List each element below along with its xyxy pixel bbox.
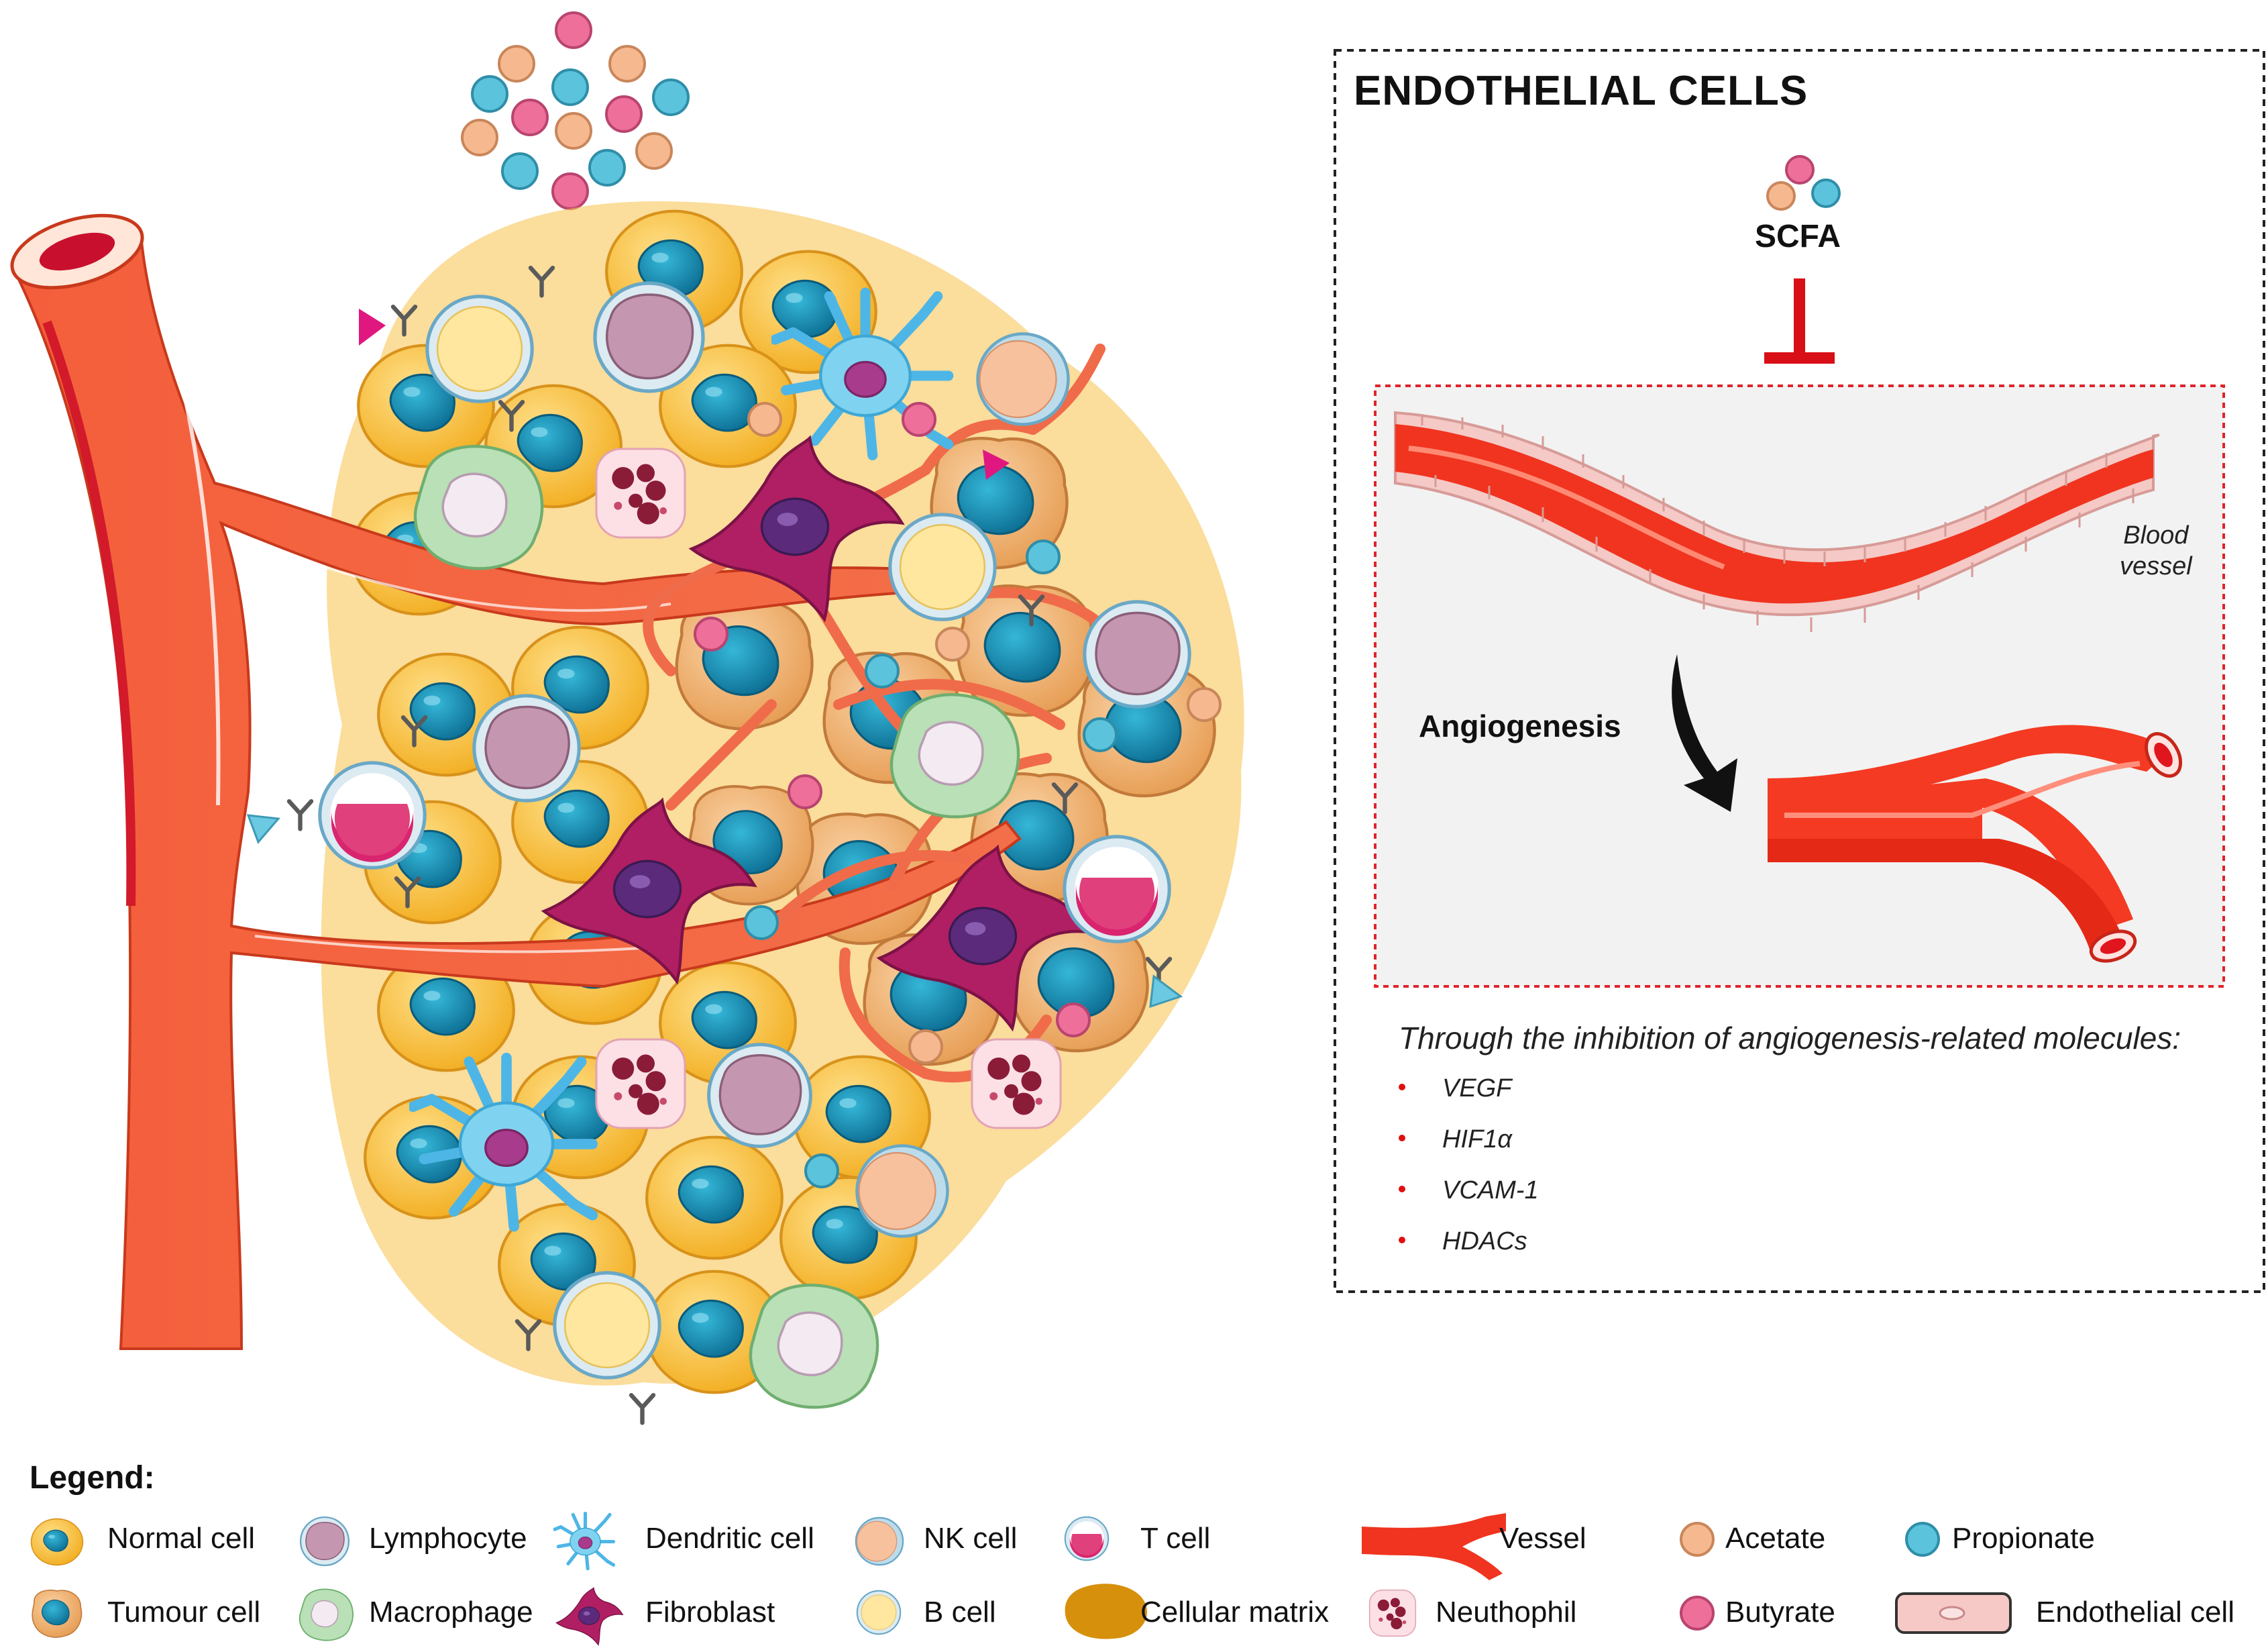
legend-label-dendritic-cell: Dendritic cell xyxy=(645,1522,814,1555)
b-cell-icon xyxy=(856,1590,902,1635)
normal-cell-icon xyxy=(30,1518,84,1566)
scfa-cloud xyxy=(461,11,690,210)
legend-title: Legend: xyxy=(30,1460,155,1496)
acetate-icon xyxy=(1680,1522,1715,1557)
molecule-label: VEGF xyxy=(1442,1074,1512,1102)
endothelial-panel xyxy=(1334,49,2265,1293)
receptors xyxy=(246,268,1183,1423)
branching-vessel xyxy=(1768,725,2183,963)
lymphocyte-icon xyxy=(299,1516,350,1567)
legend-label-neutrophil: Neuthophil xyxy=(1436,1596,1577,1629)
legend-label-tumour-cell: Tumour cell xyxy=(107,1596,261,1629)
dendritic-cell-icon xyxy=(555,1513,614,1568)
legend-label-lymphocyte: Lymphocyte xyxy=(369,1522,527,1555)
molecule-item: HDACs xyxy=(1399,1227,1539,1278)
molecule-item: HIF1α xyxy=(1399,1125,1539,1176)
molecule-label: HIF1α xyxy=(1442,1125,1513,1153)
blood-vessel-label-line2: vessel xyxy=(2120,552,2192,580)
molecule-list: VEGF HIF1α VCAM-1 HDACs xyxy=(1399,1074,1539,1278)
legend-label-vessel: Vessel xyxy=(1499,1522,1586,1555)
blood-vessel-label-line1: Blood xyxy=(2123,521,2189,550)
legend-icons xyxy=(30,1513,2012,1646)
legend-label-propionate: Propionate xyxy=(1952,1522,2095,1555)
vessel-icon xyxy=(1362,1513,1506,1580)
tumour-cell-icon xyxy=(32,1590,83,1638)
legend-label-macrophage: Macrophage xyxy=(369,1596,533,1629)
macrophage-icon xyxy=(299,1588,354,1641)
inhibition-icon xyxy=(1764,278,1835,364)
legend-label-nk-cell: NK cell xyxy=(924,1522,1018,1555)
scattered-scfa xyxy=(694,402,1222,1188)
legend-label-b-cell: B cell xyxy=(924,1596,996,1629)
molecule-label: HDACs xyxy=(1442,1227,1527,1255)
fibroblast-icon xyxy=(555,1587,623,1646)
neutrophil-icon xyxy=(1368,1589,1417,1637)
molecule-item: VCAM-1 xyxy=(1399,1176,1539,1227)
scfa-label: SCFA xyxy=(1755,219,1841,254)
molecule-item: VEGF xyxy=(1399,1074,1539,1125)
legend-label-t-cell: T cell xyxy=(1140,1522,1211,1555)
panel-title: ENDOTHELIAL CELLS xyxy=(1354,68,1808,114)
cellular-matrix-icon xyxy=(1065,1584,1147,1639)
legend-label-endothelial-cell: Endothelial cell xyxy=(2036,1596,2234,1629)
molecule-label: VCAM-1 xyxy=(1442,1176,1539,1204)
butyrate-icon xyxy=(1680,1596,1715,1631)
curved-arrow-icon xyxy=(1672,654,1737,812)
t-cell-icon xyxy=(1064,1516,1110,1561)
legend-label-butyrate: Butyrate xyxy=(1725,1596,1835,1629)
angiogenesis-label: Angiogenesis xyxy=(1419,709,1621,743)
legend-label-normal-cell: Normal cell xyxy=(107,1522,256,1555)
tumour-microenvironment xyxy=(10,11,1244,1423)
bullet-icon xyxy=(1399,1084,1405,1090)
legend-label-fibroblast: Fibroblast xyxy=(645,1596,775,1629)
legend-label-acetate: Acetate xyxy=(1725,1522,1826,1555)
bullet-icon xyxy=(1399,1237,1405,1243)
legend-label-cellular-matrix: Cellular matrix xyxy=(1140,1596,1330,1629)
nk-cell-icon xyxy=(855,1516,904,1566)
bullet-icon xyxy=(1399,1135,1405,1141)
propionate-icon xyxy=(1905,1522,1940,1557)
bullet-icon xyxy=(1399,1186,1405,1192)
blood-vessel-label: Blood vessel xyxy=(2120,520,2192,582)
scfa-icon xyxy=(1766,155,1841,211)
blood-vessel xyxy=(1394,411,2160,632)
endothelial-cell-icon xyxy=(1895,1592,2012,1634)
inhibition-text: Through the inhibition of angiogenesis-r… xyxy=(1399,1021,2181,1055)
